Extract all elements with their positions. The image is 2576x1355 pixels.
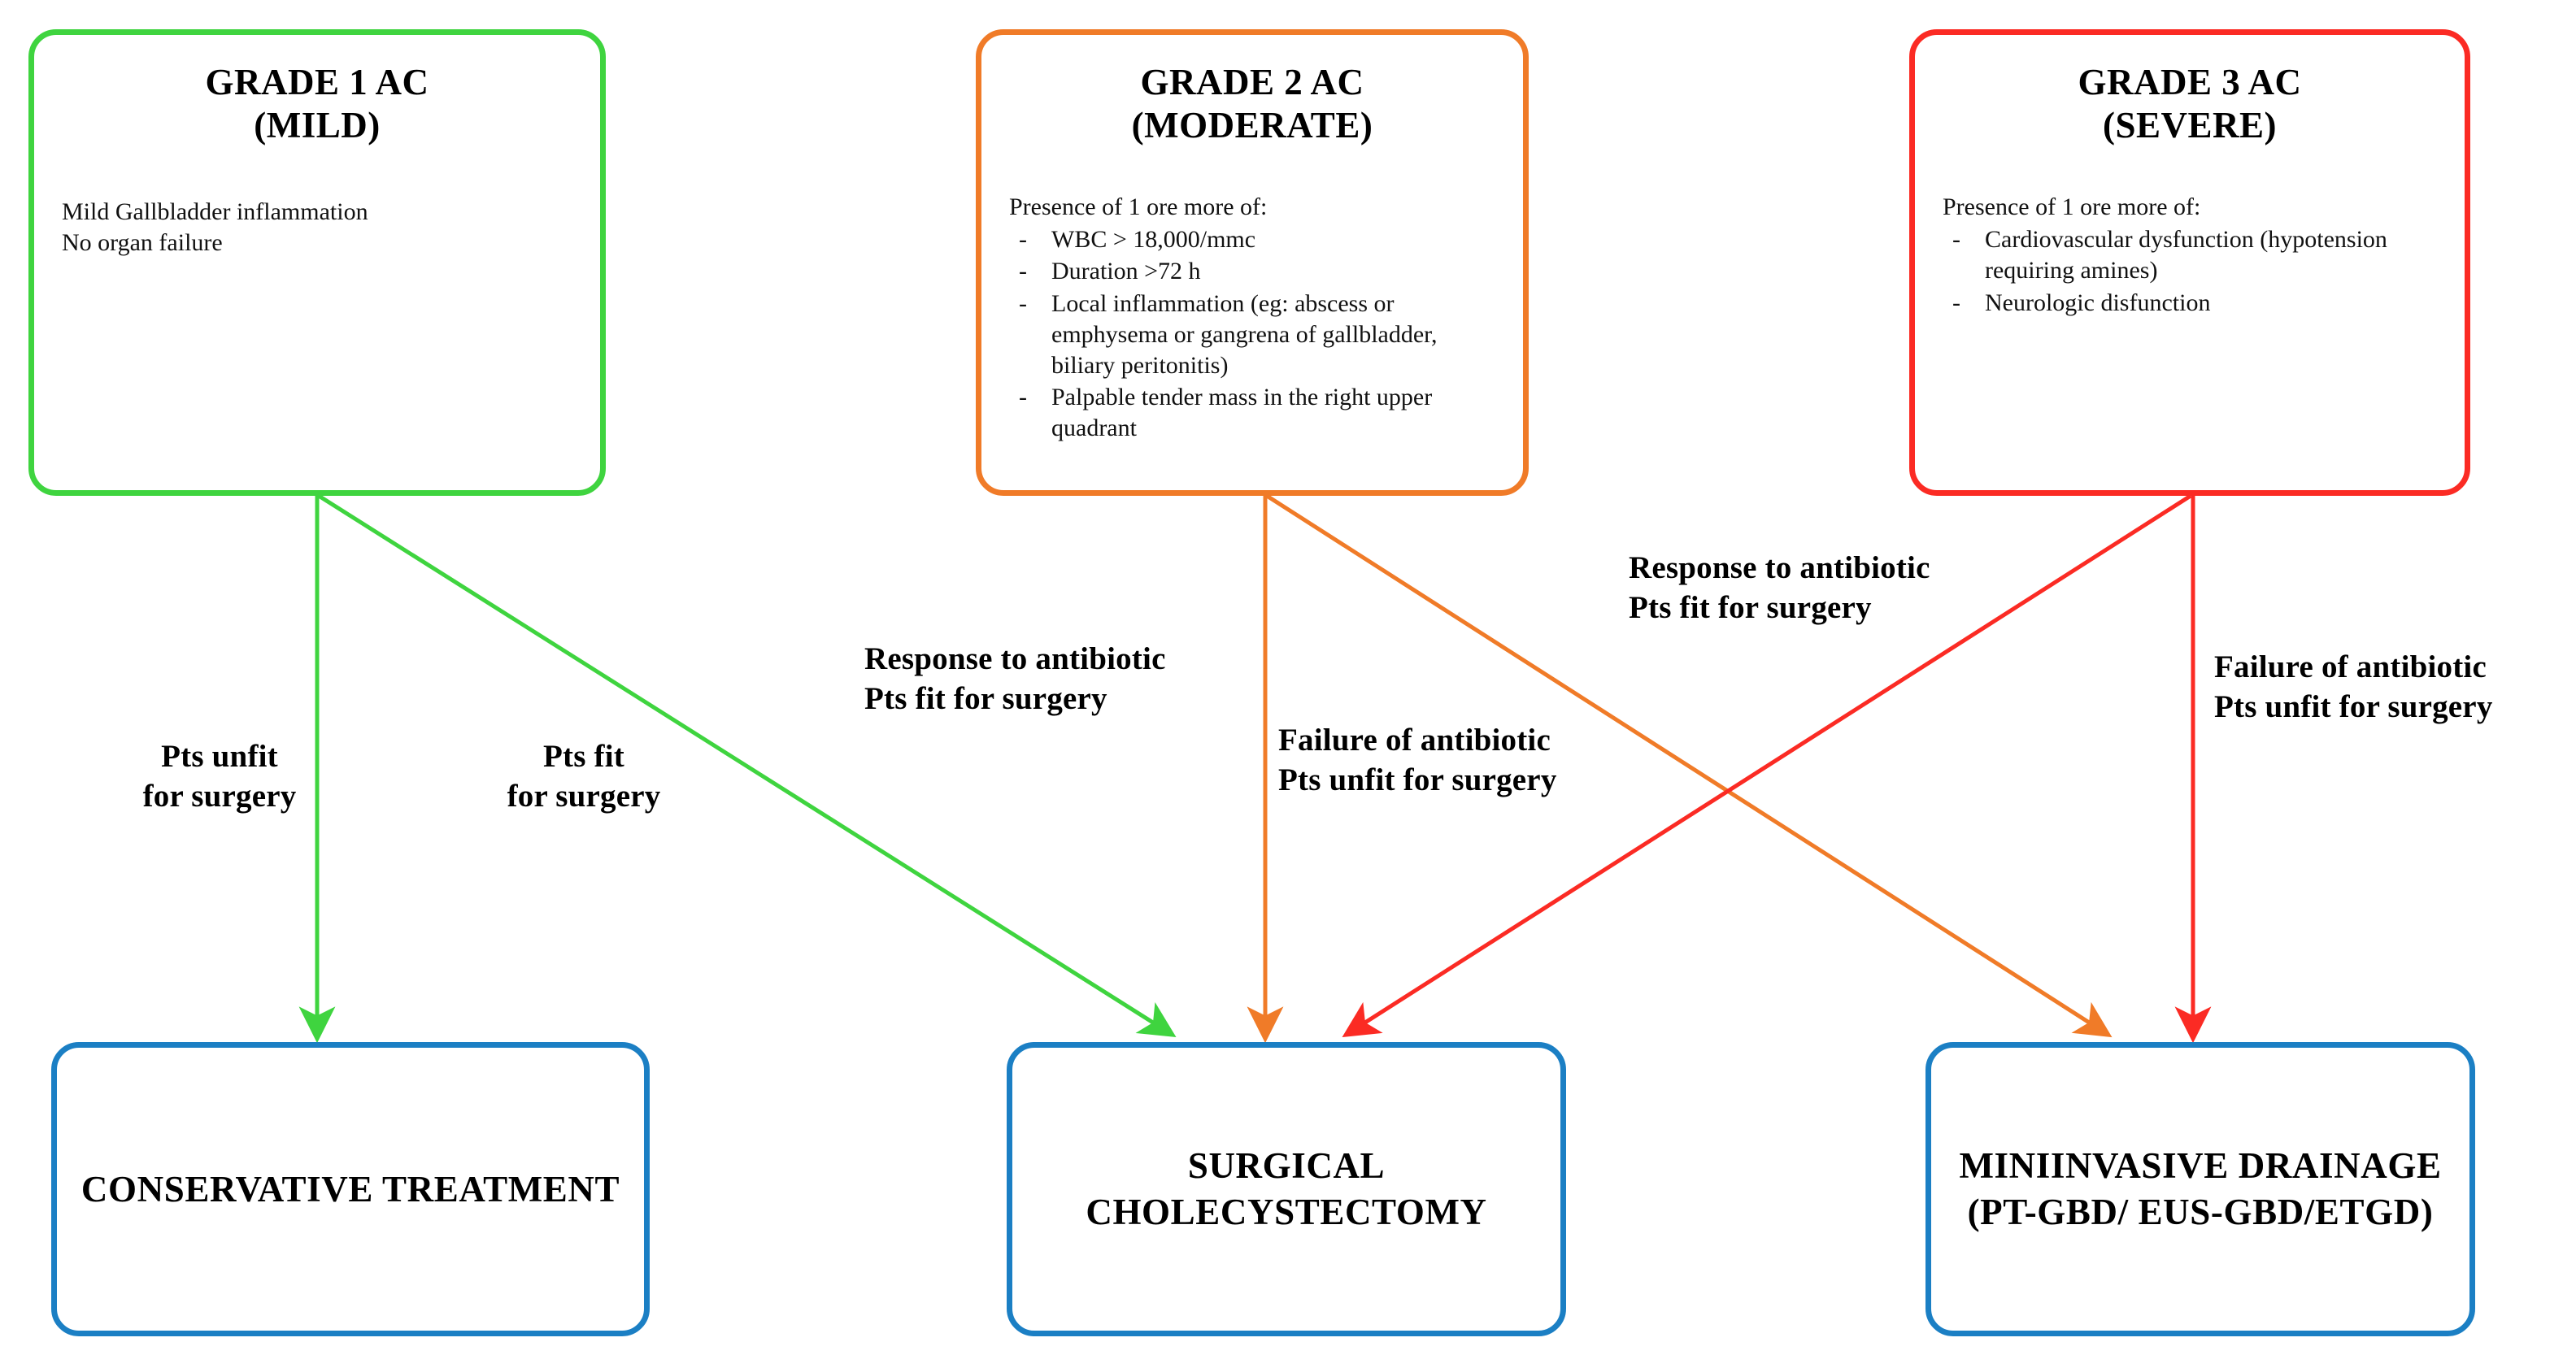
- list-item: -Local inflammation (eg: abscess or emph…: [1009, 289, 1499, 381]
- edge-label-grade3-response: Response to antibiotic Pts fit for surge…: [1629, 550, 1930, 626]
- edge-label-grade1-fit: Pts fit for surgery: [507, 739, 661, 814]
- dash-bullet-icon: -: [1952, 226, 1960, 254]
- edge-label-grade2-response: Response to antibiotic Pts fit for surge…: [864, 641, 1166, 717]
- grade-1-title: GRADE 1 AC (MILD): [34, 61, 600, 146]
- node-conservative-treatment[interactable]: CONSERVATIVE TREATMENT: [51, 1042, 650, 1336]
- list-item: -Duration >72 h: [1009, 256, 1499, 287]
- grade-2-criterion-4: Palpable tender mass in the right upper …: [1051, 383, 1433, 441]
- dash-bullet-icon: -: [1019, 226, 1027, 254]
- edge-grade1-to-surgical: [317, 493, 1177, 1038]
- grade-1-body: Mild Gallbladder inflammation No organ f…: [34, 197, 600, 258]
- grade-1-body-line-1: Mild Gallbladder inflammation: [62, 198, 368, 226]
- grade-2-title: GRADE 2 AC (MODERATE): [981, 61, 1523, 146]
- grade-3-title-line2: (SEVERE): [2102, 104, 2278, 145]
- dash-bullet-icon: -: [1019, 289, 1027, 317]
- node-grade-3[interactable]: GRADE 3 AC (SEVERE) Presence of 1 ore mo…: [1909, 29, 2470, 496]
- node-miniinvasive-drainage[interactable]: MINIINVASIVE DRAINAGE (PT-GBD/ EUS-GBD/E…: [1925, 1042, 2475, 1336]
- grade-3-criteria-list: -Cardiovascular dysfunction (hypotension…: [1943, 224, 2440, 318]
- grade-2-title-line1: GRADE 2 AC: [1140, 62, 1364, 102]
- edge-label-grade2-failure: Failure of antibiotic Pts unfit for surg…: [1278, 723, 1557, 798]
- edge-label-grade3-failure: Failure of antibiotic Pts unfit for surg…: [2214, 649, 2493, 725]
- surgical-cholecystectomy-label: SURGICAL CHOLECYSTECTOMY: [1086, 1145, 1487, 1232]
- grade-3-criterion-1: Cardiovascular dysfunction (hypotension …: [1985, 226, 2387, 284]
- list-item: -Cardiovascular dysfunction (hypotension…: [1943, 224, 2440, 286]
- node-grade-1[interactable]: GRADE 1 AC (MILD) Mild Gallbladder infla…: [28, 29, 606, 496]
- grade-2-lead: Presence of 1 ore more of:: [1009, 193, 1268, 221]
- conservative-treatment-label: CONSERVATIVE TREATMENT: [80, 1168, 620, 1210]
- miniinvasive-drainage-label: MINIINVASIVE DRAINAGE (PT-GBD/ EUS-GBD/E…: [1959, 1145, 2442, 1232]
- grade-3-title: GRADE 3 AC (SEVERE): [1915, 61, 2465, 146]
- grade-3-criterion-2: Neurologic disfunction: [1985, 289, 2211, 316]
- grade-2-title-line2: (MODERATE): [1131, 104, 1373, 145]
- dash-bullet-icon: -: [1952, 289, 1960, 316]
- grade-3-body: Presence of 1 ore more of: -Cardiovascul…: [1915, 192, 2465, 318]
- grade-2-body: Presence of 1 ore more of: -WBC > 18,000…: [981, 192, 1523, 444]
- grade-1-title-line1: GRADE 1 AC: [205, 62, 429, 102]
- grade-3-title-line1: GRADE 3 AC: [2078, 62, 2302, 102]
- list-item: -WBC > 18,000/mmc: [1009, 224, 1499, 255]
- edge-label-grade1-unfit: Pts unfit for surgery: [142, 739, 297, 814]
- list-item: -Neurologic disfunction: [1943, 288, 2440, 319]
- grade-2-criteria-list: -WBC > 18,000/mmc -Duration >72 h -Local…: [1009, 224, 1499, 444]
- grade-1-title-line2: (MILD): [254, 104, 381, 145]
- grade-2-criterion-3: Local inflammation (eg: abscess or emphy…: [1051, 289, 1438, 379]
- node-surgical-cholecystectomy[interactable]: SURGICAL CHOLECYSTECTOMY: [1007, 1042, 1566, 1336]
- node-grade-2[interactable]: GRADE 2 AC (MODERATE) Presence of 1 ore …: [976, 29, 1529, 496]
- grade-1-body-line-2: No organ failure: [62, 229, 223, 257]
- dash-bullet-icon: -: [1019, 258, 1027, 285]
- list-item: -Palpable tender mass in the right upper…: [1009, 382, 1499, 444]
- dash-bullet-icon: -: [1019, 383, 1027, 410]
- grade-2-criterion-2: Duration >72 h: [1051, 258, 1201, 285]
- grade-3-lead: Presence of 1 ore more of:: [1943, 193, 2201, 221]
- grade-2-criterion-1: WBC > 18,000/mmc: [1051, 226, 1256, 254]
